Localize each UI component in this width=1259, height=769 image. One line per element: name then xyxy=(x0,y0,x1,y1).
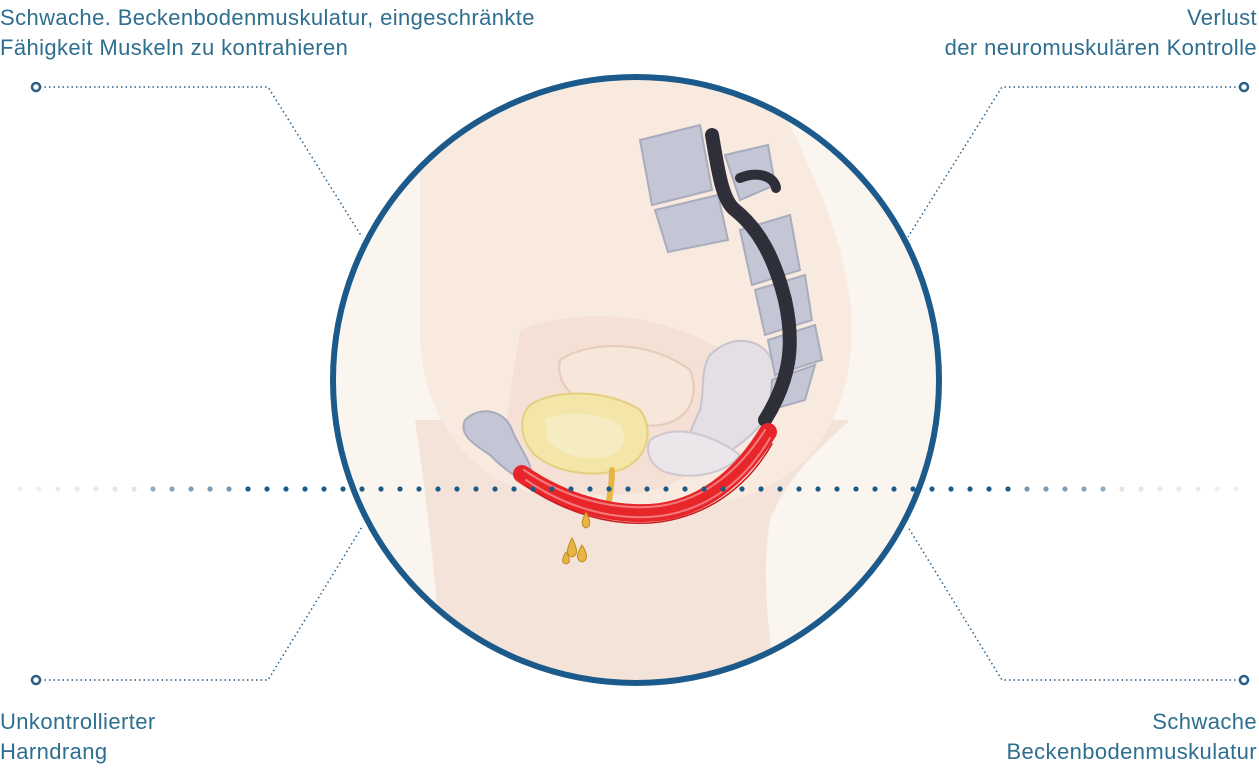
line-dot xyxy=(587,486,592,491)
label-bottom-left-line2: Harndrang xyxy=(0,737,156,767)
line-dot xyxy=(872,486,877,491)
endpoint-bottom-right xyxy=(1240,676,1248,684)
label-bottom-right-line2: Beckenbodenmuskulatur xyxy=(1006,737,1257,767)
line-dot xyxy=(1062,486,1067,491)
line-dot xyxy=(1119,486,1124,491)
line-dot xyxy=(853,486,858,491)
line-dot xyxy=(549,486,554,491)
endpoint-bottom-left xyxy=(32,676,40,684)
leader-top-left xyxy=(40,87,362,237)
line-dot xyxy=(1195,486,1200,491)
line-dot xyxy=(663,486,668,491)
line-dot xyxy=(948,486,953,491)
line-dot xyxy=(226,486,231,491)
line-dot xyxy=(720,486,725,491)
label-top-left: Schwache. Beckenbodenmuskulatur, eingesc… xyxy=(0,3,535,63)
line-dot xyxy=(796,486,801,491)
line-dot xyxy=(150,486,155,491)
dotted-line xyxy=(17,486,1238,491)
line-dot xyxy=(245,486,250,491)
line-dot xyxy=(1100,486,1105,491)
line-dot xyxy=(815,486,820,491)
line-dot xyxy=(416,486,421,491)
line-dot xyxy=(625,486,630,491)
line-dot xyxy=(93,486,98,491)
label-bottom-right-line1: Schwache xyxy=(1006,707,1257,737)
line-dot xyxy=(568,486,573,491)
line-dot xyxy=(55,486,60,491)
line-dot xyxy=(169,486,174,491)
line-dot xyxy=(131,486,136,491)
line-dot xyxy=(606,486,611,491)
line-dot xyxy=(264,486,269,491)
line-dot xyxy=(1176,486,1181,491)
line-dot xyxy=(188,486,193,491)
line-dot xyxy=(435,486,440,491)
line-dot xyxy=(701,486,706,491)
line-dot xyxy=(511,486,516,491)
label-top-left-line1: Schwache. Beckenbodenmuskulatur, eingesc… xyxy=(0,3,535,33)
label-bottom-left: Unkontrollierter Harndrang xyxy=(0,707,156,767)
line-dot xyxy=(1005,486,1010,491)
endpoint-top-left xyxy=(32,83,40,91)
leader-bottom-right xyxy=(908,527,1240,680)
label-top-right: Verlust der neuromuskulären Kontrolle xyxy=(945,3,1257,63)
label-top-right-line2: der neuromuskulären Kontrolle xyxy=(945,33,1257,63)
line-dot xyxy=(17,486,22,491)
line-dot xyxy=(1214,486,1219,491)
leader-bottom-left xyxy=(40,527,362,680)
line-dot xyxy=(777,486,782,491)
line-dot xyxy=(891,486,896,491)
leader-top-right xyxy=(908,87,1240,237)
line-dot xyxy=(397,486,402,491)
line-dot xyxy=(1081,486,1086,491)
label-bottom-right: Schwache Beckenbodenmuskulatur xyxy=(1006,707,1257,767)
line-dot xyxy=(739,486,744,491)
label-top-right-line1: Verlust xyxy=(945,3,1257,33)
line-dot xyxy=(378,486,383,491)
line-dot xyxy=(986,486,991,491)
line-dot xyxy=(1157,486,1162,491)
line-dot xyxy=(207,486,212,491)
line-dot xyxy=(74,486,79,491)
line-dot xyxy=(1233,486,1238,491)
line-dot xyxy=(834,486,839,491)
line-dot xyxy=(1138,486,1143,491)
line-dot xyxy=(1024,486,1029,491)
line-dot xyxy=(340,486,345,491)
line-dot xyxy=(112,486,117,491)
line-dot xyxy=(473,486,478,491)
endpoint-top-right xyxy=(1240,83,1248,91)
line-dot xyxy=(302,486,307,491)
line-dot xyxy=(492,486,497,491)
line-dot xyxy=(682,486,687,491)
line-dot xyxy=(283,486,288,491)
label-bottom-left-line1: Unkontrollierter xyxy=(0,707,156,737)
line-dot xyxy=(359,486,364,491)
line-dot xyxy=(1043,486,1048,491)
label-top-left-line2: Fähigkeit Muskeln zu kontrahieren xyxy=(0,33,535,63)
line-dot xyxy=(454,486,459,491)
line-dot xyxy=(644,486,649,491)
line-dot xyxy=(36,486,41,491)
line-dot xyxy=(929,486,934,491)
line-dot xyxy=(967,486,972,491)
line-dot xyxy=(758,486,763,491)
line-dot xyxy=(321,486,326,491)
line-dot xyxy=(530,486,535,491)
